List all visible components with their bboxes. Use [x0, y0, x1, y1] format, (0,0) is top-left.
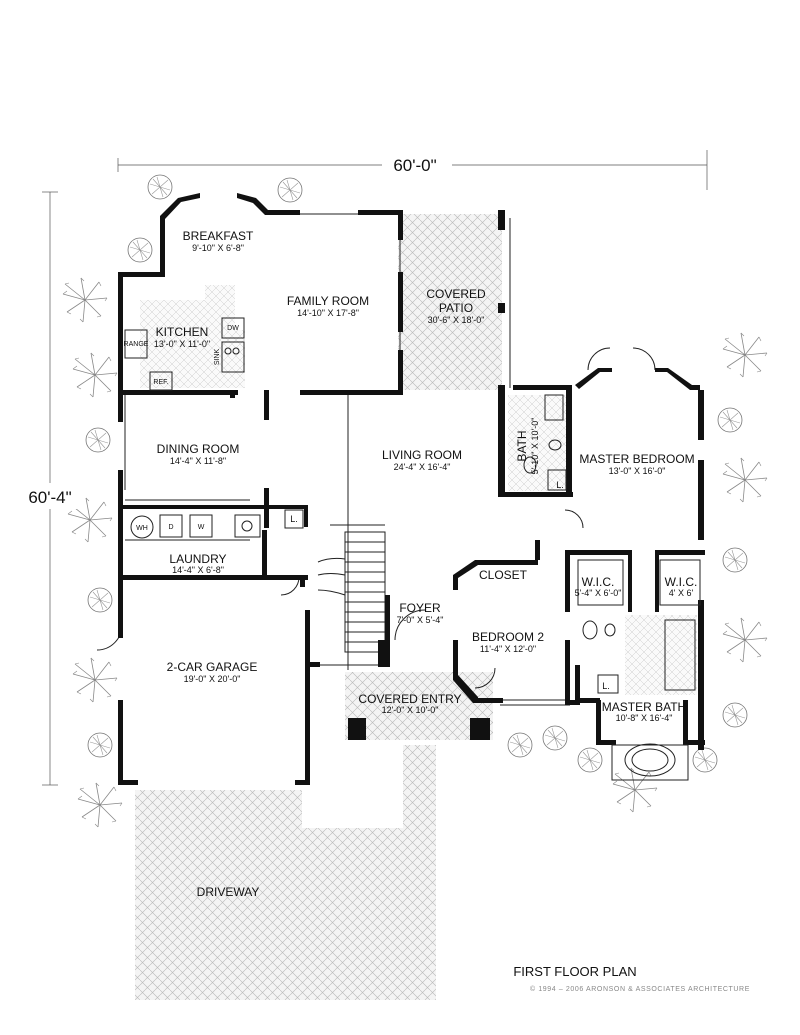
- kitchen-tile: [140, 285, 245, 388]
- living-room-dims: 24'-4" X 16'-4": [394, 462, 451, 472]
- washer-label: W: [198, 524, 205, 531]
- kitchen-dims: 13'-0" X 11'-0": [154, 339, 210, 349]
- bath-tile: [508, 395, 566, 491]
- range-label: RANGE: [124, 341, 149, 348]
- plan-title: FIRST FLOOR PLAN: [513, 964, 636, 979]
- wic-2-dims: 4' X 6': [669, 588, 694, 598]
- fixtures: [124, 317, 701, 781]
- bedroom-2-label: BEDROOM 2: [472, 630, 544, 644]
- sink-label: SINK: [214, 349, 221, 366]
- family-room-label: FAMILY ROOM: [287, 294, 369, 308]
- bath-label: BATH: [515, 430, 529, 461]
- closet-label: CLOSET: [479, 568, 528, 582]
- covered-entry-paving: [345, 672, 493, 740]
- bath-dims: 5'-10" X 10'-0": [530, 418, 540, 475]
- dining-room-label: DINING ROOM: [157, 442, 240, 456]
- master-bath-tile: [625, 615, 697, 695]
- dw-label: DW: [227, 325, 239, 332]
- walls: [118, 193, 705, 785]
- breakfast-label: BREAKFAST: [183, 229, 254, 243]
- copyright-text: © 1994 – 2006 ARONSON & ASSOCIATES ARCHI…: [530, 985, 750, 993]
- title-block: FIRST FLOOR PLAN © 1994 – 2006 ARONSON &…: [513, 964, 750, 993]
- paving: [135, 214, 697, 1000]
- foyer-dims: 7'-0" X 5'-4": [397, 615, 444, 625]
- room-labels: BREAKFAST 9'-10" X 6'-8" FAMILY ROOM 14'…: [154, 229, 697, 899]
- ref-label: REF.: [153, 379, 168, 386]
- kitchen-label: KITCHEN: [156, 325, 209, 339]
- master-bath-label: MASTER BATH: [602, 700, 686, 714]
- covered-patio-paving: [398, 214, 502, 390]
- driveway-paving: [135, 745, 436, 1000]
- breakfast-dims: 9'-10" X 6'-8": [192, 243, 244, 253]
- covered-entry-dims: 12'-0" X 10'-0": [382, 705, 439, 715]
- overall-dimensions: 60'-0" 60'-4": [20, 150, 452, 509]
- wic-1-dims: 5'-4" X 6'-0": [575, 588, 622, 598]
- staircase: [317, 531, 386, 653]
- master-bath-dims: 10'-8" X 16'-4": [616, 713, 673, 723]
- master-bedroom-dims: 13'-0" X 16'-0": [609, 466, 666, 476]
- covered-entry-label: COVERED ENTRY: [358, 692, 461, 706]
- water-heater-label: WH: [136, 525, 148, 532]
- dryer-label: D: [168, 524, 173, 531]
- foyer-label: FOYER: [399, 601, 441, 615]
- linen-closet-label-bath: L.: [556, 480, 564, 490]
- overall-width-label: 60'-0": [393, 156, 436, 175]
- family-room-dims: 14'-10" X 17'-8": [297, 308, 359, 318]
- laundry-label: LAUNDRY: [169, 552, 226, 566]
- laundry-dims: 14'-4" X 6'-8": [172, 565, 224, 575]
- linen-closet-label-master-bath: L.: [602, 681, 610, 691]
- driveway-label: DRIVEWAY: [197, 885, 260, 899]
- bedroom-2-dims: 11'-4" X 12'-0": [480, 644, 536, 654]
- covered-patio-dims: 30'-6" X 18'-0": [428, 315, 485, 325]
- garage-dims: 19'-0" X 20'-0": [184, 674, 241, 684]
- wic-1-label: W.I.C.: [582, 575, 615, 589]
- garage-label: 2-CAR GARAGE: [167, 660, 258, 674]
- fixture-labels: RANGE REF. DW SINK WH D W L. L. L.: [124, 325, 610, 691]
- covered-patio-label-line1: COVERED: [426, 287, 486, 301]
- overall-depth-label: 60'-4": [28, 488, 71, 507]
- linen-closet-label-laundry: L.: [290, 514, 298, 524]
- covered-patio-label-line2: PATIO: [439, 301, 473, 315]
- dining-room-dims: 14'-4" X 11'-8": [170, 456, 226, 466]
- master-bedroom-label: MASTER BEDROOM: [579, 452, 694, 466]
- living-room-label: LIVING ROOM: [382, 448, 462, 462]
- wic-2-label: W.I.C.: [665, 575, 698, 589]
